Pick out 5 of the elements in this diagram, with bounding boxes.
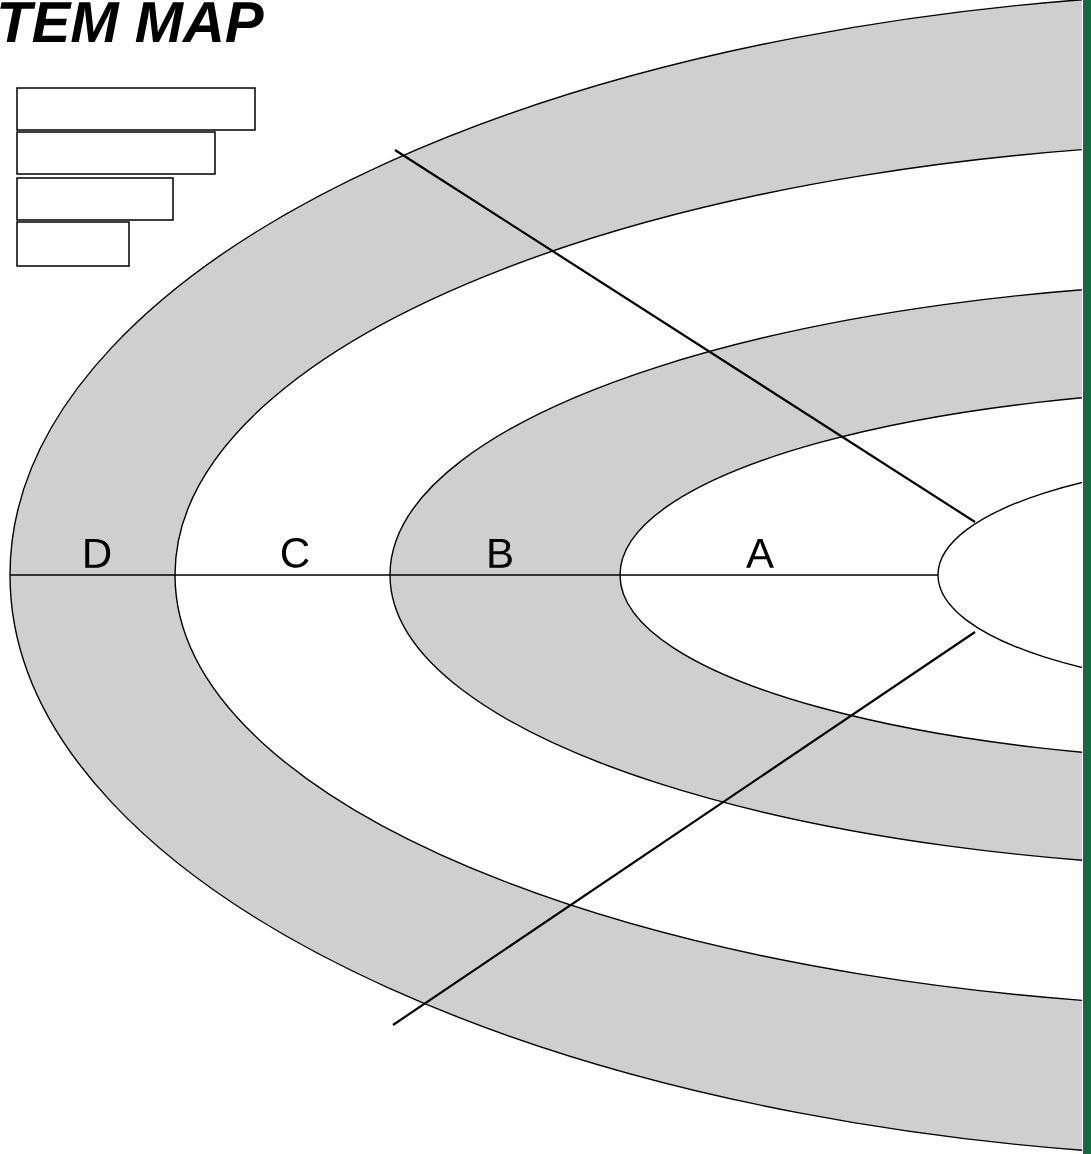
ring-letter: D: [85, 538, 111, 568]
title: TEM MAP: [0, 2, 264, 43]
ring-letter: C: [281, 538, 309, 568]
ring-letter: A: [746, 538, 774, 568]
ring-letter: B: [489, 538, 512, 568]
